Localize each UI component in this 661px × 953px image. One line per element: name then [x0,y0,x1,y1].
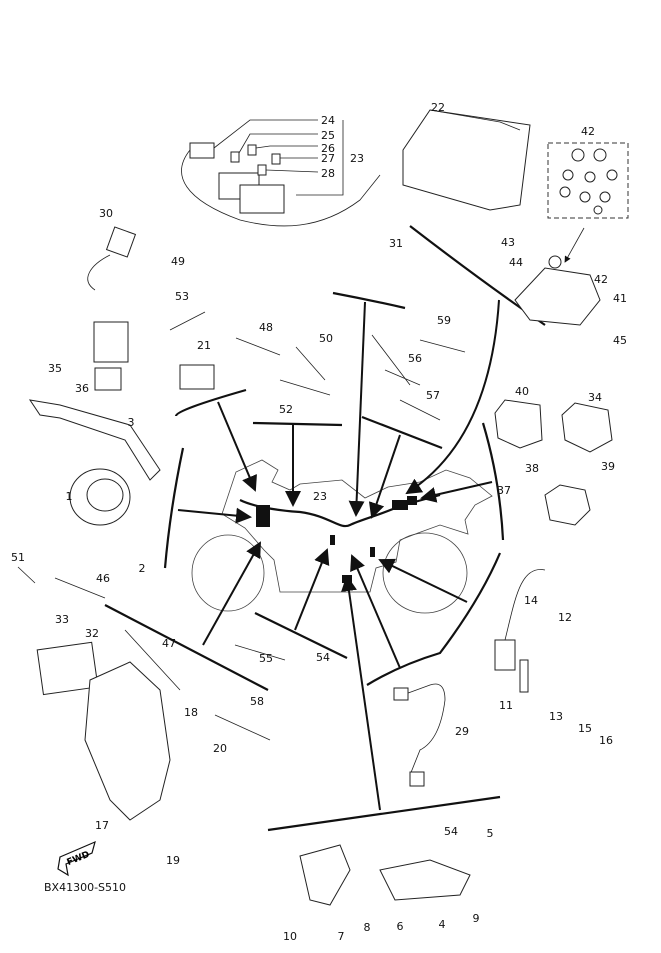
diagram-code: BX41300-S510 [44,881,127,894]
callout-label-3: 3 [128,416,135,429]
callout-label-40: 40 [515,385,529,398]
callout-label-42: 42 [581,125,595,138]
callout-label-59: 59 [437,314,451,327]
callout-label-38: 38 [525,462,539,475]
callout-label-56: 56 [408,352,422,365]
callout-label-53: 53 [175,290,189,303]
callout-label-32: 32 [85,627,99,640]
fuse-box [181,119,381,227]
callout-label-6: 6 [397,920,404,933]
callout-label-57: 57 [426,389,440,402]
callout-label-18: 18 [184,706,198,719]
callout-label-25: 25 [321,129,335,142]
callout-label-14: 14 [524,594,538,607]
callout-label-12: 12 [558,611,572,624]
regulator-32 [36,641,99,696]
callout-label-35: 35 [48,362,62,375]
callout-label-51: 51 [11,551,25,564]
callout-label-2: 2 [139,562,146,575]
callout-label-24: 24 [321,114,335,127]
callout-label-31: 31 [389,237,403,250]
callout-label-45: 45 [613,334,627,347]
callout-label-19: 19 [166,854,180,867]
fwd-arrow-icon: FWD [57,840,96,877]
battery [402,109,531,211]
callout-label-46: 46 [96,572,110,585]
callout-label-5: 5 [487,827,494,840]
callout-label-43: 43 [501,236,515,249]
callout-label-23: 23 [350,152,364,165]
callout-label-26: 26 [321,142,335,155]
callout-label-39: 39 [601,460,615,473]
horn [28,399,161,526]
starter-relay-37 [544,484,591,526]
callout-label-30: 30 [99,207,113,220]
motorcycle-outline [191,459,493,614]
callout-label-11: 11 [499,699,513,712]
callout-label-34: 34 [588,391,602,404]
ties [17,311,466,741]
callout-label-10: 10 [283,930,297,943]
callout-label-58: 58 [250,695,264,708]
callout-label-41: 41 [613,292,627,305]
callout-label-17: 17 [95,819,109,832]
callout-label-4: 4 [439,918,446,931]
callout-label-37: 37 [497,484,511,497]
callout-label-8: 8 [364,921,371,934]
relay-21 [179,364,215,390]
bracket-17 [84,661,171,821]
callout-label-22: 22 [431,101,445,114]
callout-label-55: 55 [259,652,273,665]
bracket-assembly-6 [299,844,471,906]
relay-kit-box [547,142,629,219]
callout-label-27: 27 [321,152,335,165]
components [17,109,629,906]
wire-harness-main [239,493,441,583]
box-40 [494,399,543,449]
callout-label-23: 23 [313,490,327,503]
callout-label-29: 29 [455,725,469,738]
callout-label-13: 13 [549,710,563,723]
callout-lines [104,225,585,832]
callout-label-48: 48 [259,321,273,334]
callout-label-50: 50 [319,332,333,345]
callout-label-28: 28 [321,167,335,180]
callout-label-21: 21 [197,339,211,352]
relay-35 [93,321,129,391]
callout-label-33: 33 [55,613,69,626]
callout-label-49: 49 [171,255,185,268]
callout-label-15: 15 [578,722,592,735]
sensor-11 [494,569,546,693]
sensor-29 [393,683,446,787]
callout-label-54: 54 [444,825,458,838]
box-34 [561,402,613,453]
callout-label-42: 42 [594,273,608,286]
callout-label-44: 44 [509,256,523,269]
callout-label-1: 1 [66,490,73,503]
callout-label-36: 36 [75,382,89,395]
callout-label-52: 52 [279,403,293,416]
callout-label-16: 16 [599,734,613,747]
connector-30 [87,226,137,291]
callout-label-7: 7 [338,930,345,943]
callout-label-47: 47 [162,637,176,650]
callout-label-20: 20 [213,742,227,755]
starter-relay-41 [514,255,601,326]
callout-label-9: 9 [473,912,480,925]
callout-label-54: 54 [316,651,330,664]
